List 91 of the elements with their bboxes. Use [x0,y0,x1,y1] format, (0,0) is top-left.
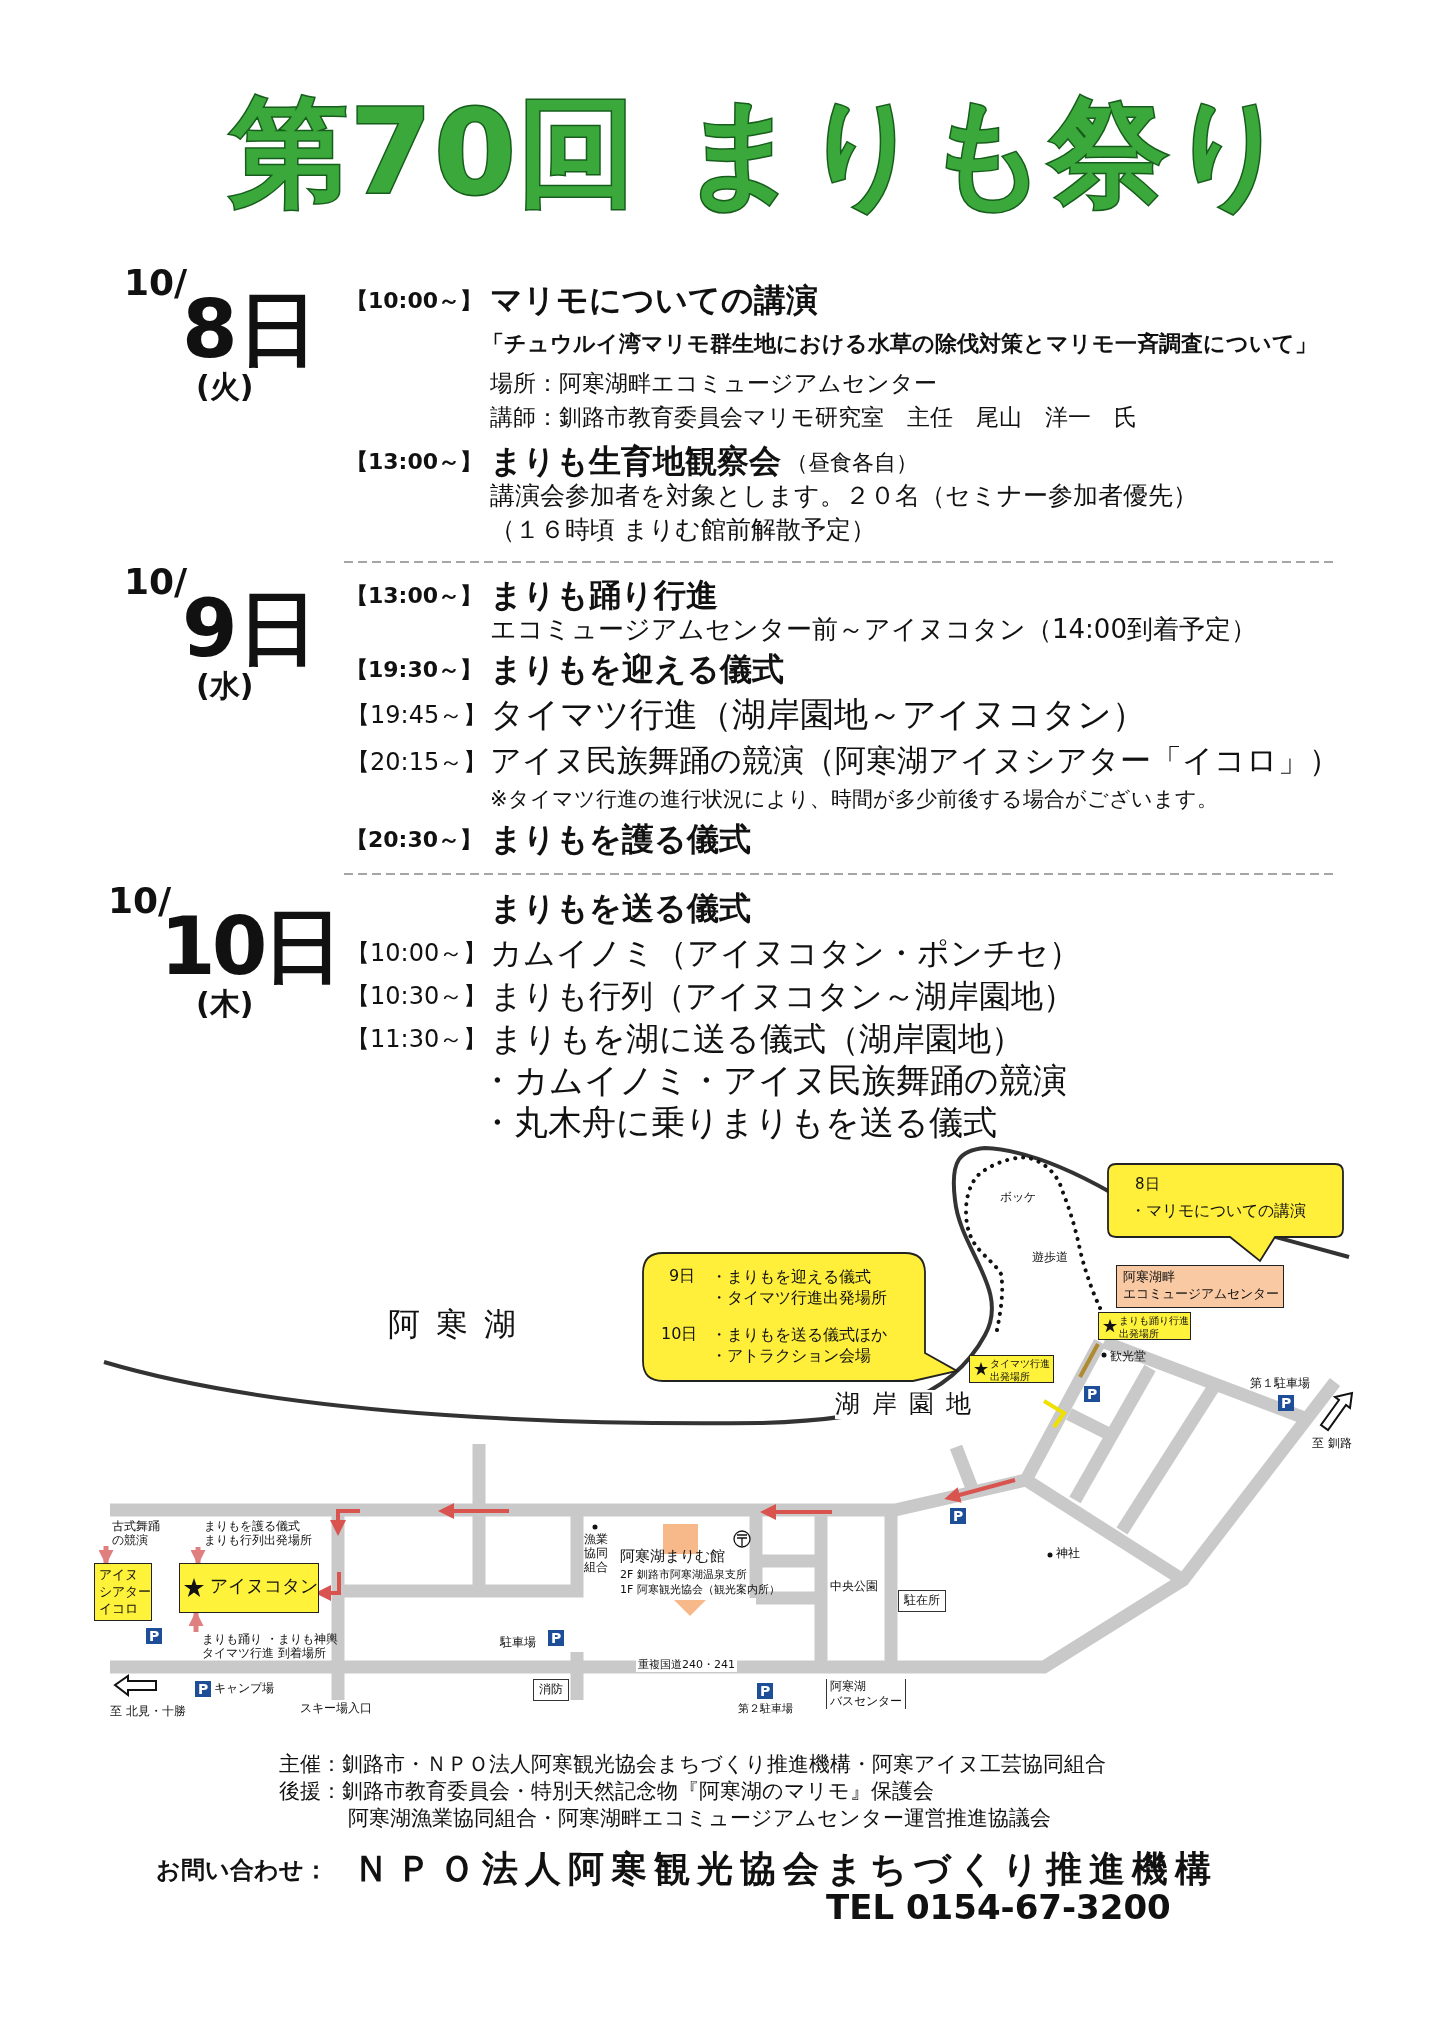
map-note: まりもを護る儀式まりも行列出発場所 [192,1519,316,1547]
contact-name: ＮＰＯ法人阿寒観光協会まちづくり推進機構 [353,1848,1218,1890]
place-label: 中央公園 [830,1580,878,1594]
parking-sign: P [950,1508,967,1525]
venue-box [179,1563,319,1613]
event-title: まりもを護る儀式 [490,821,751,858]
parking-sign: P [548,1630,565,1647]
speech-bubble [643,1253,958,1385]
bus-terminal-box: 阿寒湖バスセンター [826,1679,906,1709]
event-title: まりもを迎える儀式 [490,651,784,688]
event-title: まりも踊り行進 [490,577,718,614]
parking-sign: P [1278,1395,1295,1412]
event-detail: まりもを湖に送る儀式（湖岸園地） [490,1020,1024,1058]
time-label: 【11:30～】 [346,1026,488,1054]
poster-title: 第70回 まりも祭り [230,88,1294,218]
road-label: 重複国道240・241 [636,1659,737,1672]
parking-sign: P [146,1628,163,1645]
speech-bubble [1108,1164,1343,1262]
facility-name: 阿寒湖畔エコミュージアムセンター [1123,1269,1279,1303]
note: ※タイマツ行進の進行状況により、時間が多少前後する場合がございます。 [490,787,1218,812]
time-label: 【19:45～】 [346,702,488,730]
place-label: 阿寒湖まりむ館 [620,1548,725,1566]
organizer-text: 後援：釧路市教育委員会・特別天然記念物『阿寒湖のマリモ』保護会 [279,1779,934,1804]
place-label: 駐車場 [500,1636,536,1650]
event-detail: 場所：阿寒湖畔エコミュージアムセンター [490,370,937,397]
arrow [188,1611,204,1632]
map-note: 古式舞踊の競演 [100,1519,162,1546]
event-detail: （１６時頃 まりむ館前解散予定） [490,516,876,545]
time-label: 【20:30～】 [346,827,483,853]
place-label: 2F 釧路市阿寒湖温泉支所 [620,1569,747,1582]
time-label: 【13:00～】 [346,449,483,475]
time-label: 【10:00～】 [346,940,488,968]
parking-sign: P [1084,1386,1101,1403]
venue-name: アイヌコタン [210,1576,318,1597]
event-detail: 講演会参加者を対象とします。２０名（セミナー参加者優先） [490,482,1198,511]
weekday: (水) [196,669,254,704]
map-note: まりも踊り ・まりも神輿タイマツ行進 到着場所 [190,1632,340,1660]
place-label: 1F 阿寒観光協会（観光案内所） [620,1584,780,1597]
event-detail: タイマツ行進（湖岸園地～アイヌコタン） [490,695,1146,735]
phone-number: TEL 0154-67-3200 [826,1888,1171,1928]
event-detail: ・丸木舟に乗りまりもを送る儀式 [480,1103,997,1143]
event-detail: （昼食各自） [786,450,918,476]
start-point-box [969,1355,1054,1383]
time-label: 【20:15～】 [346,749,488,777]
police-box: 駐在所 [898,1590,946,1612]
arrow [190,1547,206,1565]
time-label: 【19:30～】 [346,657,483,683]
facility-box [1116,1265,1284,1308]
time-label: 【10:00～】 [346,288,483,314]
place-label: 遊歩道 [1032,1251,1068,1265]
callout-text: 10日 [661,1325,698,1344]
weekday: (火) [196,370,254,405]
fire-station-box: 消防 [533,1679,569,1701]
callout-text: ・まりもを迎える儀式・タイマツ行進出発場所 [711,1267,887,1309]
event-detail: まりも行列（アイヌコタン～湖岸園地） [490,978,1075,1015]
callout-text: ・マリモについての講演 [1130,1202,1306,1221]
venue-name: アイヌシアターイコロ [99,1567,151,1618]
place-label: 第１駐車場 [1250,1377,1310,1391]
point-text: タイマツ行進出発場所 [990,1357,1050,1383]
event-detail: アイヌ民族舞踊の競演（阿寒湖アイヌシアター「イコロ」） [490,743,1340,779]
place-label: 至 釧路 [1312,1437,1352,1451]
callout-text: 8日 [1135,1176,1160,1194]
place-label: 漁業協同組合 [584,1532,608,1574]
time-label: 【10:30～】 [346,983,488,1011]
time-label: 【13:00～】 [346,583,483,609]
contact-label: お問い合わせ： [156,1857,328,1885]
start-point-box [1098,1312,1191,1340]
event-subtitle: 「チュウルイ湾マリモ群生地における水草の除伐対策とマリモ一斉調査について」 [482,331,1317,357]
arrow [98,1546,114,1565]
event-detail: 講師：釧路市教育委員会マリモ研究室 主任 尾山 洋一 氏 [490,404,1137,431]
callout-text: ・まりもを送る儀式ほか・アトラクション会場 [711,1325,887,1367]
place-label: 神社 [1056,1547,1080,1561]
callout-text: 9日 [669,1267,696,1286]
place-label: 至 北見・十勝 [110,1705,186,1719]
place-label: キャンプ場 [214,1682,274,1696]
place-label: 第２駐車場 [738,1703,793,1716]
event-detail: エコミュージアムセンター前～アイヌコタン（14:00到着予定） [490,615,1257,645]
event-title: マリモについての講演 [490,282,818,319]
point-text: まりも踊り行進出発場所 [1119,1314,1189,1340]
event-title: まりも生育地観察会 [490,443,781,480]
organizer-text: 主催：釧路市・ＮＰＯ法人阿寒観光協会まちづくり推進機構・阿寒アイヌ工芸協同組合 [279,1752,1106,1777]
parking-sign: P [195,1681,212,1698]
place-label: スキー場入口 [300,1702,372,1716]
parking-sign: P [757,1683,774,1700]
weekday: (木) [196,987,254,1022]
event-detail: カムイノミ（アイヌコタン・ポンチセ） [490,935,1081,972]
event-title: まりもを送る儀式 [490,890,751,927]
organizer-text: 阿寒湖漁業協同組合・阿寒湖畔エコミュージアムセンター運営推進協議会 [348,1806,1051,1831]
place-label: ボッケ [1000,1191,1036,1205]
lake-label: 阿寒湖 [388,1306,532,1343]
event-detail: ・カムイノミ・アイヌ民族舞踊の競演 [480,1061,1067,1101]
